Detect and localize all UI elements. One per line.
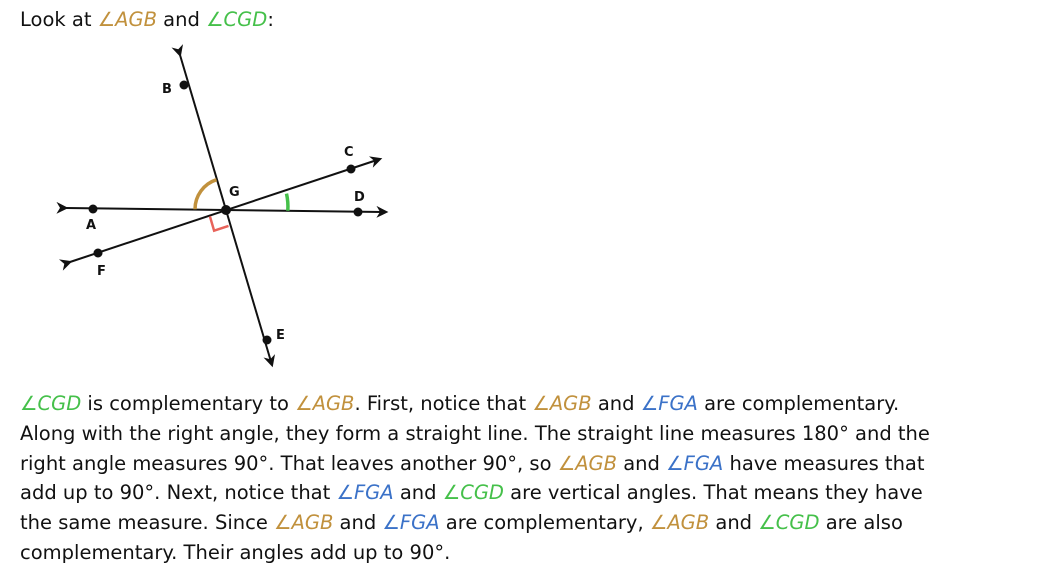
- label-g: G: [229, 185, 240, 200]
- point-c: [346, 164, 356, 174]
- angle-reference: ∠FGA: [666, 451, 724, 475]
- angle-reference: ∠AGB: [295, 392, 355, 415]
- angle-agb-label: ∠AGB: [97, 8, 157, 31]
- question-mid: and: [156, 8, 207, 31]
- explanation-text-segment: are complementary.: [697, 392, 900, 415]
- point-g: [221, 205, 231, 215]
- arc-agb: [193, 178, 218, 210]
- explanation-line: ∠CGD is complementary to ∠AGB. First, no…: [20, 389, 1032, 419]
- explanation-text-segment: and: [617, 451, 667, 475]
- label-f: F: [97, 264, 106, 279]
- explanation-text-segment: Along with the right angle, they form a …: [20, 421, 930, 445]
- angle-reference: ∠AGB: [532, 392, 592, 415]
- explanation-line: the same measure. Since ∠AGB and ∠FGA ar…: [20, 508, 1032, 538]
- explanation-text-segment: add up to 90°. Next, notice that: [20, 481, 337, 505]
- label-e: E: [276, 328, 285, 343]
- explanation-text-segment: have measures that: [723, 451, 925, 475]
- question-prefix: Look at: [20, 8, 98, 31]
- right-angle-marker: [208, 215, 229, 233]
- explanation-text-segment: . First, notice that: [354, 392, 533, 415]
- explanation-text-segment: are vertical angles. That means they hav…: [503, 481, 923, 505]
- label-b: B: [162, 82, 172, 97]
- explanation-text-segment: complementary. Their angles add up to 90…: [20, 540, 451, 564]
- label-c: C: [344, 145, 354, 160]
- explanation-text-segment: are complementary,: [439, 511, 650, 535]
- explanation-text-segment: is complementary to: [81, 392, 296, 415]
- angle-reference: ∠CGD: [20, 392, 82, 415]
- label-d: D: [354, 190, 365, 205]
- explanation-text-segment: are also: [819, 511, 903, 535]
- point-a: [88, 204, 98, 214]
- explanation-text-segment: right angle measures 90°. That leaves an…: [20, 451, 558, 475]
- angle-reference: ∠AGB: [557, 451, 618, 475]
- angle-reference: ∠FGA: [640, 392, 698, 415]
- point-b: [179, 80, 189, 90]
- question-text: Look at ∠AGB and ∠CGD:: [20, 6, 274, 34]
- explanation-text-segment: and: [393, 481, 443, 505]
- angle-reference: ∠AGB: [649, 511, 710, 535]
- explanation-line: Along with the right angle, they form a …: [20, 419, 1032, 449]
- explanation-line: right angle measures 90°. That leaves an…: [20, 449, 1032, 479]
- angle-reference: ∠CGD: [442, 481, 504, 505]
- angle-reference: ∠FGA: [382, 511, 440, 535]
- angle-reference: ∠CGD: [758, 511, 820, 535]
- point-f: [93, 248, 103, 258]
- point-e: [262, 335, 272, 345]
- explanation-text-segment: and: [709, 511, 759, 535]
- arc-cgd: [284, 193, 290, 211]
- angle-reference: ∠AGB: [274, 511, 334, 535]
- angle-cgd-label: ∠CGD: [206, 8, 268, 31]
- explanation-line: add up to 90°. Next, notice that ∠FGA an…: [20, 478, 1032, 508]
- label-a: A: [86, 218, 96, 233]
- explanation-text-segment: and: [333, 511, 383, 535]
- point-d: [353, 207, 363, 217]
- angle-reference: ∠FGA: [336, 481, 394, 505]
- explanation-text-segment: and: [591, 392, 641, 415]
- explanation-text: ∠CGD is complementary to ∠AGB. First, no…: [20, 389, 1032, 568]
- explanation-line: complementary. Their angles add up to 90…: [20, 538, 1032, 568]
- explanation-text-segment: the same measure. Since: [20, 511, 275, 535]
- question-suffix: :: [267, 8, 274, 31]
- geometry-diagram: A B C D E F G: [56, 44, 389, 368]
